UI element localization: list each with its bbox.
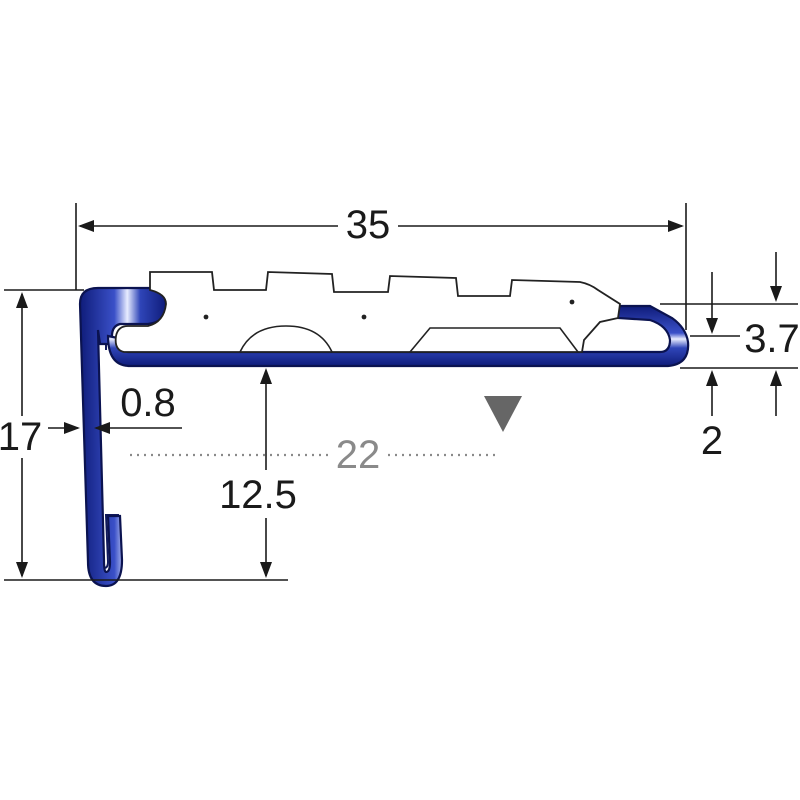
dim-label-17: 17 [0, 415, 42, 459]
dim-label-22: 22 [336, 433, 381, 477]
dim-label-0-8: 0.8 [120, 381, 176, 425]
dim-label-3-7: 3.7 [744, 317, 800, 361]
insert-dot [361, 314, 367, 320]
dimension-right-thickness: 3.7 2 [660, 252, 800, 463]
dim-label-35: 35 [346, 203, 391, 247]
level-marker-icon [484, 396, 522, 432]
insert-arch [239, 325, 333, 353]
insert-body [114, 271, 621, 353]
insert-dot [203, 314, 209, 320]
dim-label-2: 2 [701, 419, 723, 463]
insert-chamber [409, 327, 579, 353]
dimension-overall-height: 17 [0, 289, 104, 581]
dimension-overall-width: 35 [75, 203, 687, 330]
dimension-riser-height: 12.5 [104, 368, 297, 581]
dimension-tread-depth: 22 [130, 396, 522, 477]
dimension-wall-thickness: 0.8 [48, 381, 182, 434]
dim-label-12-5: 12.5 [219, 473, 297, 517]
insert-dot [569, 299, 575, 305]
anti-slip-insert [114, 271, 621, 353]
